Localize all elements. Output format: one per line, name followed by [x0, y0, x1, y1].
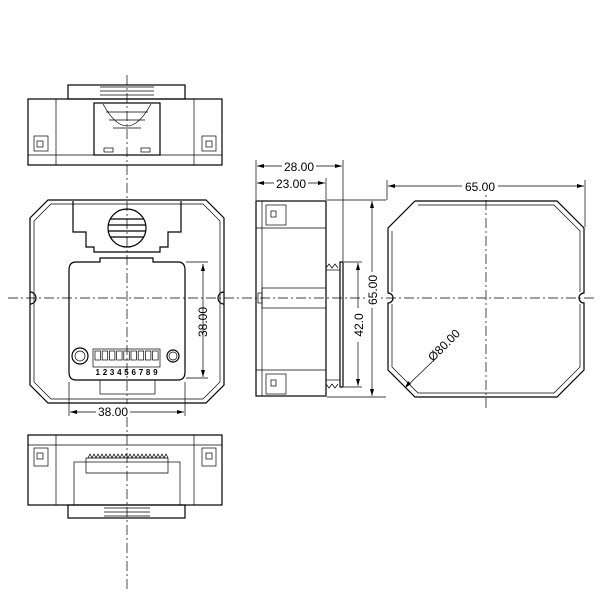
- dip-switch-cell: [130, 350, 137, 361]
- dip-switch-cell: [109, 350, 116, 361]
- dip-switch-label: 3: [110, 368, 115, 377]
- body-depth-dimension: 23.00: [276, 177, 306, 191]
- bottom-view: [27, 434, 223, 519]
- diameter-dimension: Ø80.00: [425, 326, 463, 364]
- connector-height-dimension: 42.0: [352, 313, 366, 337]
- dip-switch-cell: [137, 350, 145, 361]
- dip-switch-label: 7: [139, 368, 144, 377]
- dip-switch-label: 1: [96, 368, 101, 377]
- side-view: 28.00 23.00 42.0 65.00: [255, 159, 386, 398]
- total-depth-dimension: 28.00: [284, 160, 314, 174]
- dip-switch-cell: [116, 350, 123, 361]
- front-height-dimension: 38.00: [196, 307, 210, 337]
- dip-switch: [92, 348, 161, 368]
- speaker-grille: [107, 208, 147, 248]
- dip-switch-cell: [145, 350, 152, 361]
- dip-switch-label: 9: [153, 368, 158, 377]
- dip-switch-label: 6: [132, 368, 137, 377]
- top-view: [27, 84, 223, 166]
- dip-switch-cell: [152, 350, 159, 361]
- dip-switch-cell: [101, 350, 109, 361]
- dip-switch-cell: [94, 350, 101, 361]
- back-width-dimension: 65.00: [465, 180, 495, 194]
- dip-switch-label: 5: [124, 368, 129, 377]
- dip-switch-label: 4: [117, 368, 122, 377]
- dip-switch-label: 8: [146, 368, 151, 377]
- front-width-dimension: 38.00: [98, 405, 128, 419]
- dip-switch-label: 2: [103, 368, 108, 377]
- body-height-dimension: 65.00: [366, 275, 380, 305]
- dip-switch-cell: [123, 350, 130, 361]
